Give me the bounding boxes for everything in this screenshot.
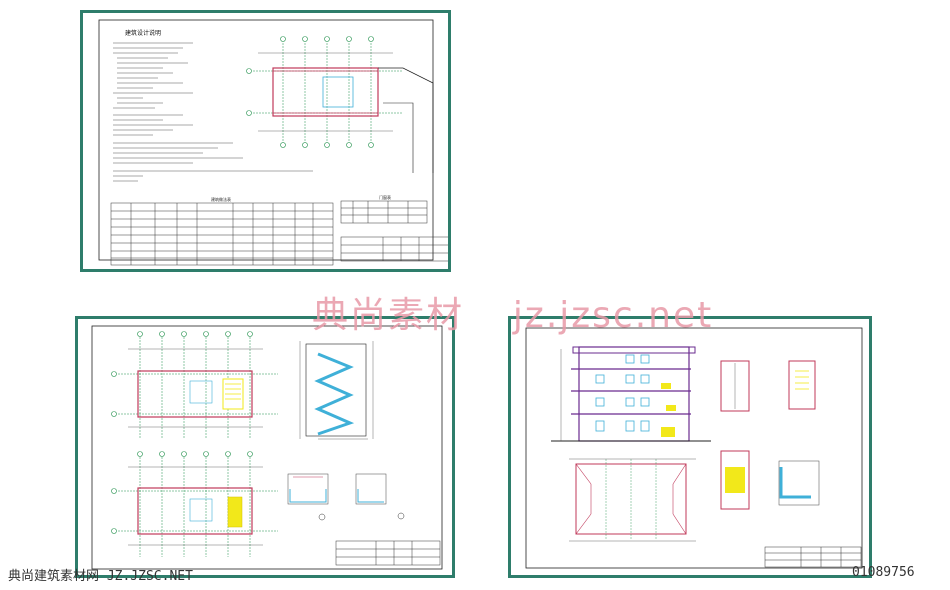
stair-plan-detail-3: [720, 450, 750, 510]
wall-detail-2: [355, 473, 405, 520]
watermark: 典尚素材 jz.jzsc.net: [312, 286, 713, 338]
title-block-3: [764, 546, 862, 568]
watermark-domain: jz.jzsc.net: [512, 295, 714, 336]
drawing-sheet-notes: 建筑设计说明: [80, 10, 451, 272]
footer-left-text: 典尚建筑素材网 JZ.JZSC.NET: [8, 569, 193, 584]
table-title: 建筑做法表: [211, 196, 231, 202]
title-block-2: [335, 540, 441, 566]
title-block: [340, 236, 448, 262]
notes-drawing: 建筑设计说明: [98, 19, 448, 266]
elevations-drawing: [525, 327, 863, 569]
notes-text-lines: [113, 42, 313, 182]
floor-plan-upper: [111, 331, 278, 439]
front-elevation: [551, 346, 711, 442]
canopy-section-detail: [778, 460, 820, 506]
floor-plan-lower: [111, 451, 278, 557]
watermark-cn: 典尚素材: [312, 295, 465, 336]
drawing-sheet-plans: [75, 316, 455, 578]
stair-section: [299, 341, 374, 440]
notes-title: 建筑设计说明: [125, 29, 161, 37]
stair-plan-detail-1: [720, 360, 750, 412]
plans-drawing: [91, 325, 443, 570]
drawing-sheet-elevations: [508, 316, 872, 578]
finish-schedule-table: [110, 202, 334, 266]
stair-plan-detail-2: [788, 360, 816, 410]
door-window-table: [340, 200, 428, 224]
roof-plan: [569, 458, 696, 542]
wall-detail-1: [287, 473, 329, 521]
site-plan: [246, 36, 434, 173]
footer-right-id: 01089756: [852, 565, 915, 580]
door-window-title: 门窗表: [379, 194, 391, 200]
